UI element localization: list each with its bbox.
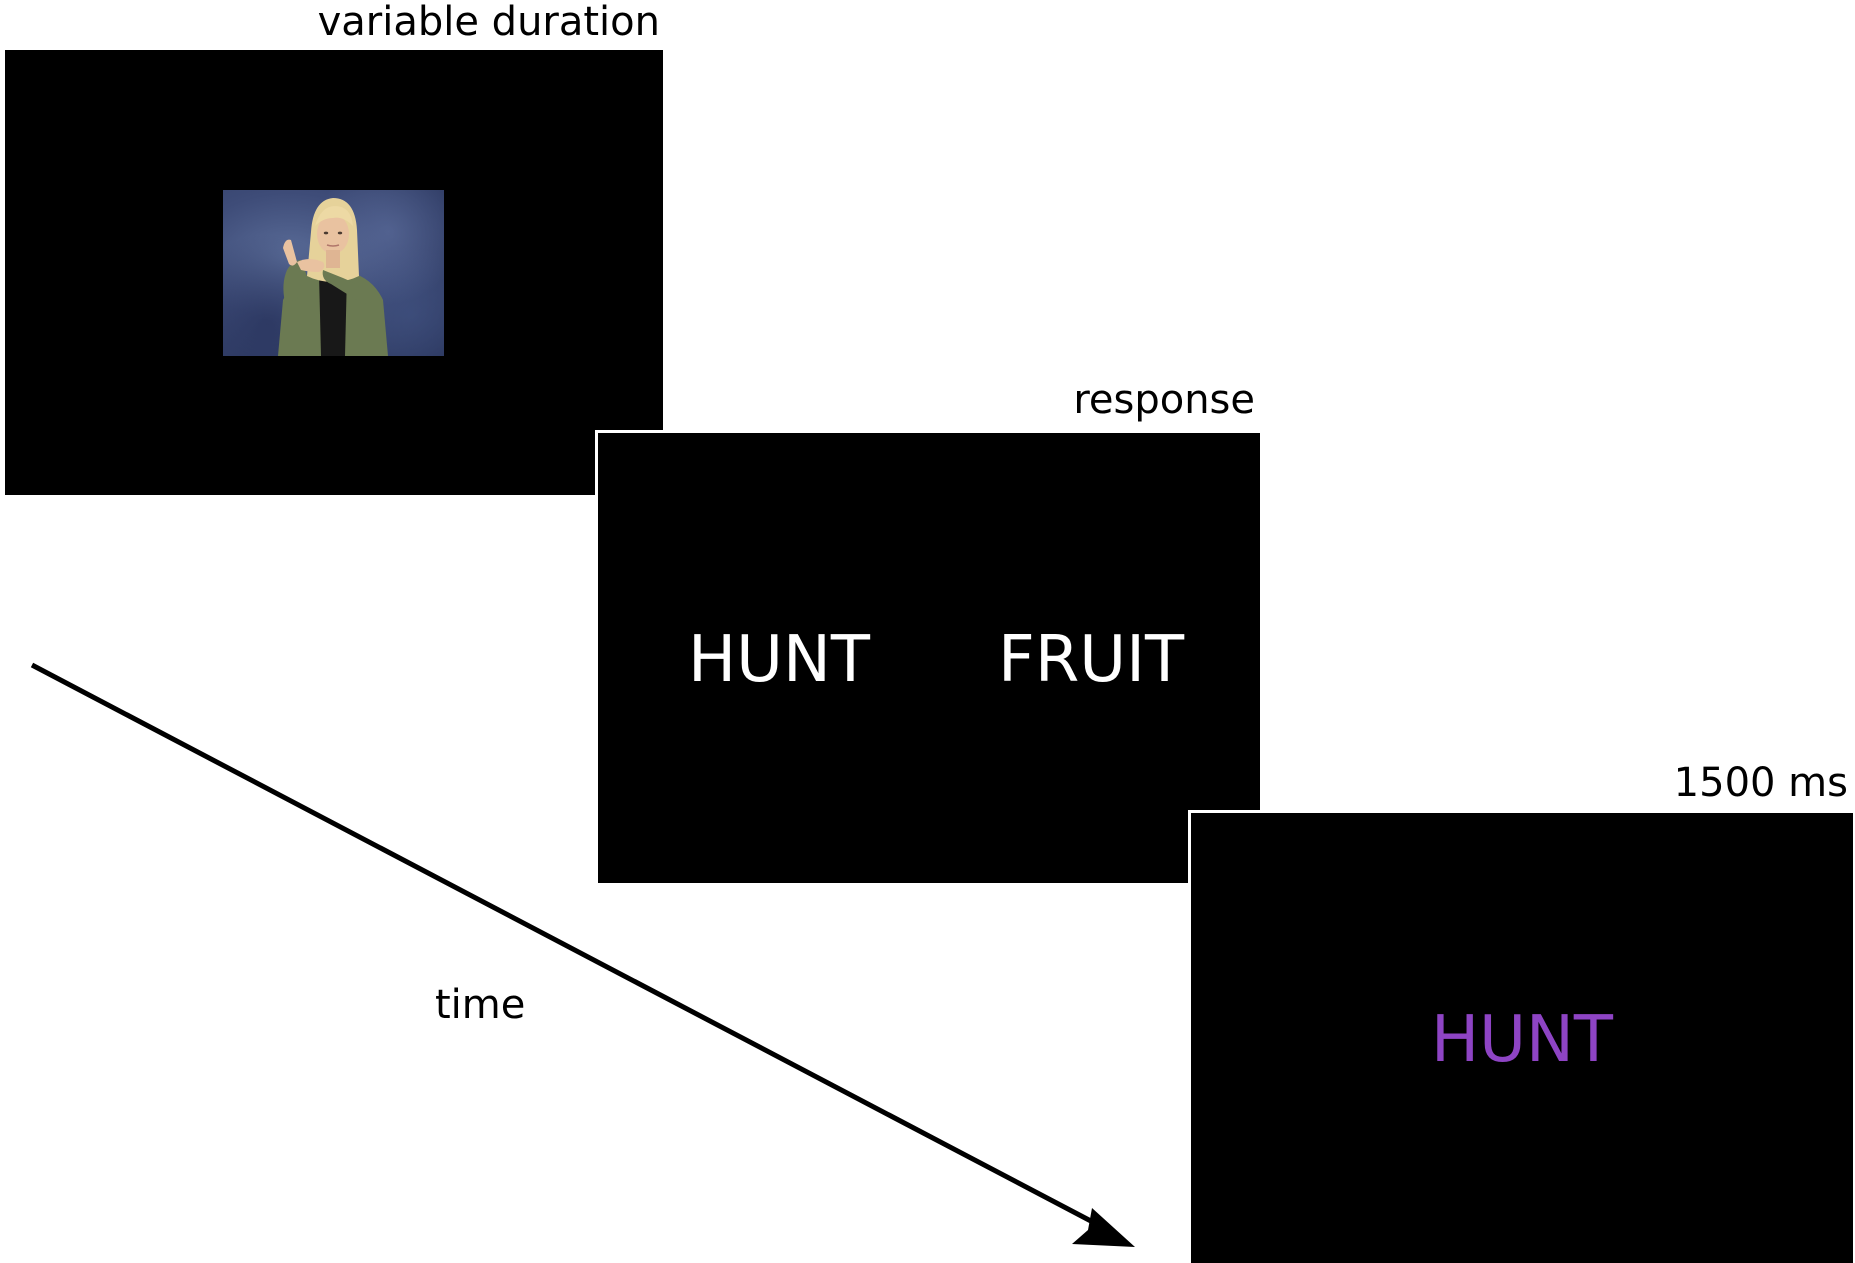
person-signing-icon <box>223 190 444 356</box>
response-option-left: HUNT <box>688 623 870 697</box>
response-option-right: FRUIT <box>998 623 1185 697</box>
screen-response: HUNT FRUIT <box>595 430 1260 883</box>
feedback-word: HUNT <box>1431 1003 1613 1077</box>
time-axis-label: time <box>435 982 526 1028</box>
screen-video-stimulus <box>5 50 663 495</box>
screen-2-duration-label: response <box>1073 377 1255 423</box>
screen-feedback: HUNT <box>1188 810 1853 1263</box>
screen-3-duration-label: 1500 ms <box>1673 760 1848 806</box>
screen-1-duration-label: variable duration <box>317 0 660 45</box>
